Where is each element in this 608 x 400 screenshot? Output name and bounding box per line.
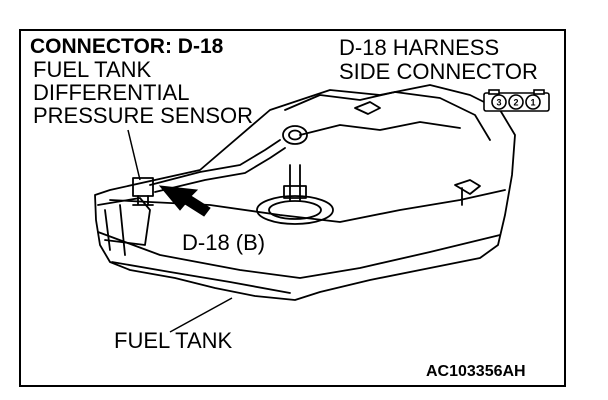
fuel-pipe xyxy=(149,139,281,186)
harness-label-line-2: SIDE CONNECTOR xyxy=(339,59,538,84)
pin-3 xyxy=(491,94,507,110)
filler-ring xyxy=(282,125,308,145)
pump-flange xyxy=(256,195,334,225)
connector-callout: D-18 (B) xyxy=(182,230,266,255)
sensor-leader-line xyxy=(127,129,141,181)
pump-flange-inner xyxy=(268,200,322,220)
harness-connector-icon xyxy=(483,89,550,112)
pin-2 xyxy=(508,94,524,110)
side-rib-1 xyxy=(104,209,111,251)
pump-stem xyxy=(289,164,301,201)
tank-label: FUEL TANK xyxy=(114,328,233,353)
harness-label: D-18 HARNESS SIDE CONNECTOR xyxy=(339,36,538,84)
pointer-arrow xyxy=(158,185,211,217)
diagram-frame xyxy=(19,29,566,387)
sensor-label-line-3: PRESSURE SENSOR xyxy=(33,103,254,128)
sensor-label: FUEL TANK DIFFERENTIAL PRESSURE SENSOR xyxy=(33,58,253,127)
tank-lower-band xyxy=(97,231,501,279)
connector-title: CONNECTOR: D-18 xyxy=(30,35,224,58)
filler-ring-inner xyxy=(288,129,302,141)
tank-body-outline xyxy=(94,84,516,301)
pin-1 xyxy=(525,94,541,110)
sensor-label-line-1: FUEL TANK xyxy=(33,57,152,82)
fuel-pipe-lower xyxy=(154,147,286,193)
harness-label-line-1: D-18 HARNESS xyxy=(339,35,500,60)
tank-bottom-contour xyxy=(111,261,291,294)
front-face xyxy=(97,197,151,246)
tank-leader-line xyxy=(169,297,233,333)
tank-top-edge xyxy=(109,189,506,223)
sensor-mount xyxy=(132,195,154,206)
pin-label-3: 3 xyxy=(496,98,501,108)
sensor-label-line-2: DIFFERENTIAL xyxy=(33,80,190,105)
figure-code: AC103356AH xyxy=(426,363,526,380)
pin-label-1: 1 xyxy=(530,98,535,108)
pump-head xyxy=(283,185,307,199)
sensor-body xyxy=(132,177,154,197)
right-fitting xyxy=(454,179,481,195)
tank-rear-hump xyxy=(284,91,491,141)
pin-label-2: 2 xyxy=(513,98,518,108)
rear-fitting xyxy=(354,101,381,115)
side-rib-2 xyxy=(119,204,126,256)
tank-rear-ridge xyxy=(299,121,461,136)
